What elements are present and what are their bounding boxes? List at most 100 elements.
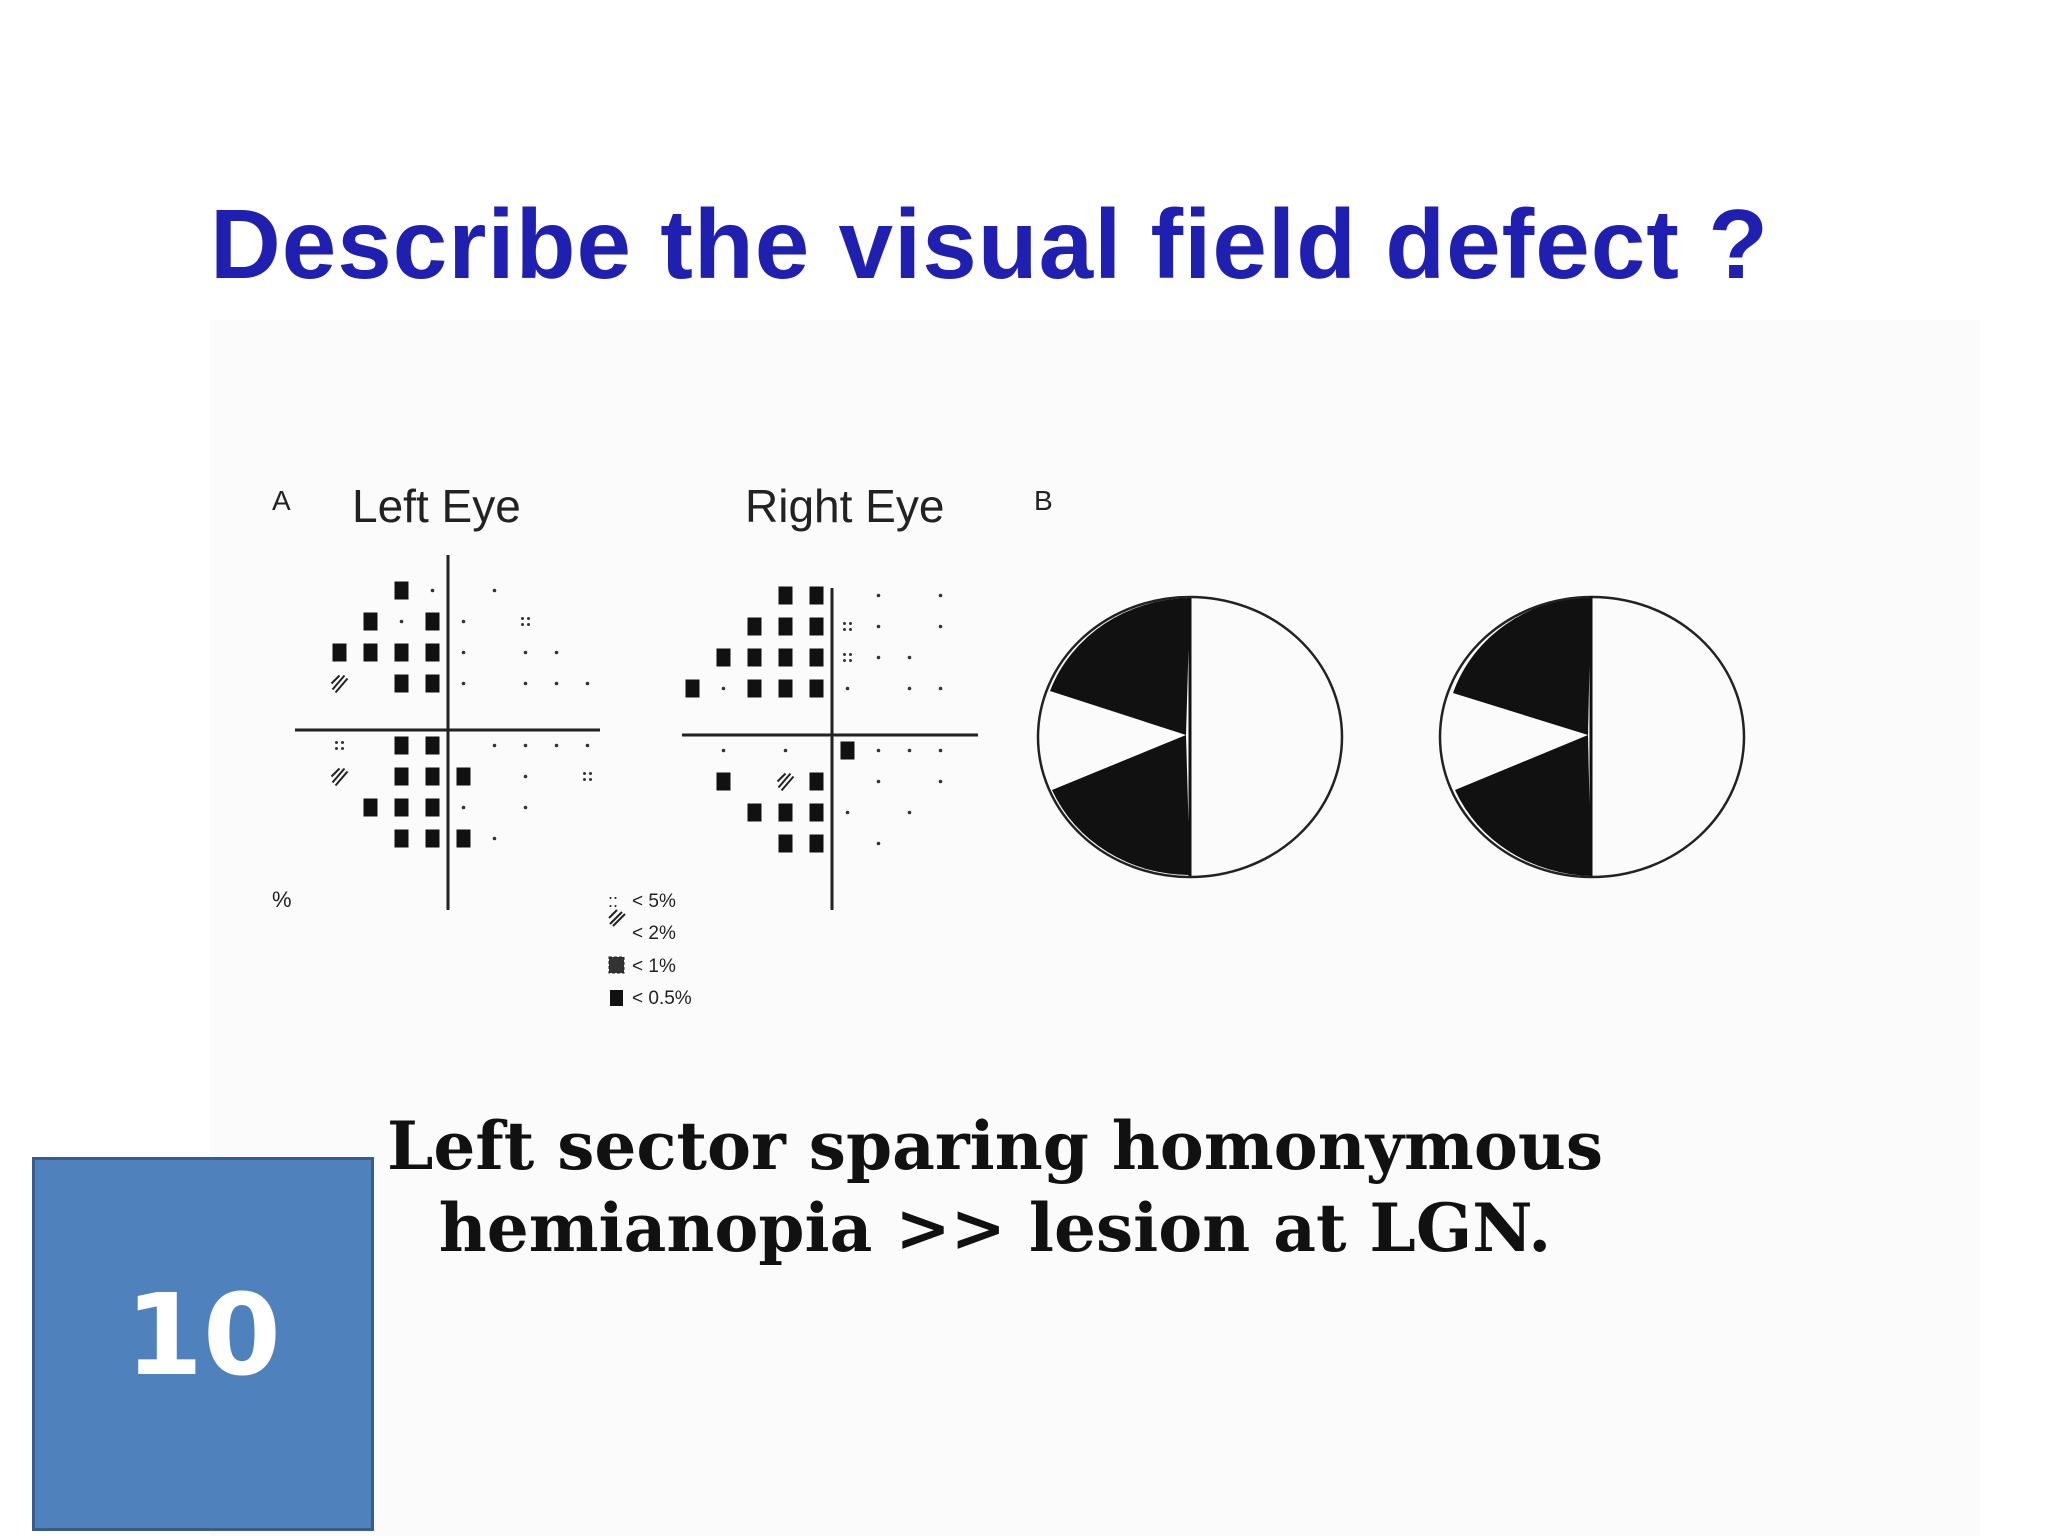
slide-title: Describe the visual field defect ? <box>210 189 1769 299</box>
right-eye-label: Right Eye <box>745 480 944 532</box>
answer-line-2: hemianopia >> lesion at LGN. <box>438 1189 1552 1267</box>
field-point-normal <box>721 748 726 753</box>
field-point-absolute <box>394 736 409 755</box>
field-point-absolute <box>716 772 731 791</box>
field-point-absolute <box>778 586 793 605</box>
field-point-absolute <box>778 648 793 667</box>
field-point-normal <box>938 593 943 598</box>
field-point-absolute <box>840 741 855 760</box>
legend-item-5pct: :: < 5% <box>608 891 676 912</box>
field-point-normal <box>461 681 466 686</box>
visual-field-figure: A Left Eye Right Eye B % :: < 5% < 2% <box>272 480 1746 1009</box>
legend-label-2pct: < 2% <box>632 923 676 944</box>
field-point-absolute <box>456 829 471 848</box>
slide-number-box <box>32 1157 374 1531</box>
field-point-normal <box>461 805 466 810</box>
field-point-5pct <box>843 653 852 662</box>
field-point-normal <box>554 681 559 686</box>
legend: :: < 5% < 2% < 1% < 0.5% <box>608 891 692 1009</box>
field-point-normal <box>938 748 943 753</box>
field-point-normal <box>523 743 528 748</box>
field-point-absolute <box>425 643 440 662</box>
field-point-normal <box>845 810 850 815</box>
field-point-normal <box>876 655 881 660</box>
field-point-normal <box>876 841 881 846</box>
field-point-absolute <box>394 798 409 817</box>
field-point-absolute <box>778 834 793 853</box>
field-point-normal <box>492 836 497 841</box>
field-point-absolute <box>809 586 824 605</box>
field-point-absolute <box>747 679 762 698</box>
field-point-absolute <box>425 767 440 786</box>
field-point-absolute <box>809 803 824 822</box>
field-point-absolute <box>425 674 440 693</box>
field-point-normal <box>721 686 726 691</box>
field-point-normal <box>783 748 788 753</box>
field-point-5pct <box>335 741 344 750</box>
field-point-normal <box>876 624 881 629</box>
legend-label-1pct: < 1% <box>632 956 676 977</box>
field-point-2pct <box>330 767 349 787</box>
field-point-normal <box>876 748 881 753</box>
field-point-absolute <box>747 648 762 667</box>
field-point-absolute <box>778 803 793 822</box>
field-point-absolute <box>747 617 762 636</box>
field-point-normal <box>554 650 559 655</box>
right-eye-blind-sector-upper <box>1453 596 1591 735</box>
percent-label: % <box>272 887 292 912</box>
left-eye-label: Left Eye <box>352 480 521 532</box>
field-point-absolute <box>394 767 409 786</box>
field-point-absolute <box>809 679 824 698</box>
field-point-absolute <box>363 612 378 631</box>
legend-item-05pct: < 0.5% <box>610 988 692 1009</box>
field-point-absolute <box>363 643 378 662</box>
legend-symbol-dots: :: <box>608 891 618 911</box>
legend-label-5pct: < 5% <box>632 891 676 912</box>
field-point-absolute <box>425 798 440 817</box>
field-point-absolute <box>394 674 409 693</box>
field-point-absolute <box>716 648 731 667</box>
answer-line-1: Left sector sparing homonymous <box>386 1107 1604 1185</box>
panel-b-left-eye-diagram <box>1036 595 1344 879</box>
left-eye-blind-sector-lower <box>1052 735 1190 876</box>
field-point-absolute <box>456 767 471 786</box>
field-point-5pct <box>521 617 530 626</box>
field-point-absolute <box>394 643 409 662</box>
field-point-normal <box>907 686 912 691</box>
field-point-normal <box>585 743 590 748</box>
field-point-absolute <box>425 612 440 631</box>
field-point-absolute <box>363 798 378 817</box>
legend-label-05pct: < 0.5% <box>632 988 692 1009</box>
field-point-normal <box>523 681 528 686</box>
field-point-normal <box>523 805 528 810</box>
field-point-normal <box>907 655 912 660</box>
figure-panel: A Left Eye Right Eye B % :: < 5% < 2% <box>210 320 1980 1536</box>
field-point-normal <box>907 810 912 815</box>
field-point-absolute <box>809 772 824 791</box>
legend-item-2pct: < 2% <box>608 909 676 944</box>
field-point-normal <box>907 748 912 753</box>
legend-symbol-hatched <box>608 909 626 927</box>
field-point-normal <box>461 619 466 624</box>
right-eye-blind-sector-lower <box>1455 735 1591 876</box>
field-point-absolute <box>332 643 347 662</box>
field-point-absolute <box>778 617 793 636</box>
field-point-normal <box>492 743 497 748</box>
field-point-absolute <box>425 736 440 755</box>
field-point-normal <box>938 624 943 629</box>
panel-b-right-eye-diagram <box>1438 595 1746 879</box>
field-point-normal <box>585 681 590 686</box>
field-point-normal <box>399 619 404 624</box>
field-point-absolute <box>394 581 409 600</box>
field-point-normal <box>523 774 528 779</box>
field-point-normal <box>523 650 528 655</box>
left-eye-blind-sector-upper <box>1050 598 1190 735</box>
field-point-2pct <box>776 772 795 792</box>
field-point-normal <box>938 686 943 691</box>
answer-text: Left sector sparing homonymous hemianopi… <box>350 1105 1640 1269</box>
legend-item-1pct: < 1% <box>608 956 676 977</box>
field-point-absolute <box>809 617 824 636</box>
field-point-normal <box>876 593 881 598</box>
field-point-absolute <box>747 803 762 822</box>
field-point-absolute <box>778 679 793 698</box>
